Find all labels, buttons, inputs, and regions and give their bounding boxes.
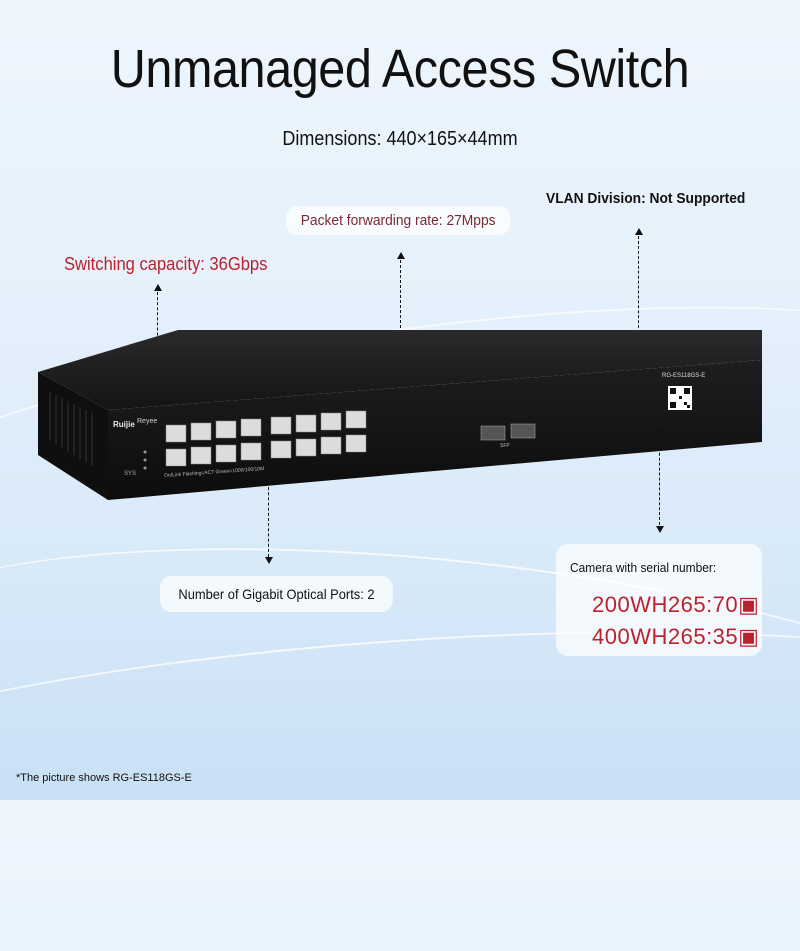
packet-rate-arrow-icon bbox=[397, 252, 405, 259]
model-label: RG-ES118GS-E bbox=[662, 373, 706, 379]
switching-capacity-callout: Switching capacity: 36Gbps bbox=[64, 254, 268, 274]
packet-rate-callout: Packet forwarding rate: 27Mpps bbox=[286, 206, 511, 235]
dimensions-text: Dimensions: 440×165×44mm bbox=[282, 128, 518, 150]
switching-leader-line bbox=[157, 292, 158, 366]
sfp-label: SFP bbox=[500, 443, 510, 449]
sub-brand-logo: Reyee bbox=[137, 418, 158, 425]
sys-label: SYS bbox=[124, 471, 137, 477]
camera-heading: Camera with serial number: bbox=[570, 560, 717, 575]
optical-ports-arrow-icon bbox=[265, 557, 273, 564]
camera-dot bbox=[656, 427, 664, 435]
switch-device bbox=[38, 330, 762, 500]
camera-arrow-icon bbox=[656, 526, 664, 533]
packet-rate-leader-line bbox=[400, 260, 401, 348]
camera-serial-1: 200WH265:70▣ bbox=[592, 592, 760, 617]
vlan-callout: VLAN Division: Not Supported bbox=[546, 190, 746, 207]
optical-ports-leader-line bbox=[268, 482, 269, 557]
page-title: Unmanaged Access Switch bbox=[110, 39, 690, 99]
optical-ports-dot bbox=[265, 476, 273, 484]
camera-serial-2: 400WH265:35▣ bbox=[592, 624, 760, 649]
optical-ports-callout: Number of Gigabit Optical Ports: 2 bbox=[160, 576, 393, 612]
vlan-leader-line bbox=[638, 236, 639, 348]
vlan-arrow-icon bbox=[635, 228, 643, 235]
switching-arrow-icon bbox=[154, 284, 162, 291]
camera-leader-line bbox=[659, 433, 660, 525]
footnote: *The picture shows RG-ES118GS-E bbox=[16, 772, 192, 784]
brand-logo: Ruijie bbox=[113, 420, 135, 429]
camera-callout-card: Camera with serial number: 200WH265:70▣ … bbox=[556, 544, 762, 656]
